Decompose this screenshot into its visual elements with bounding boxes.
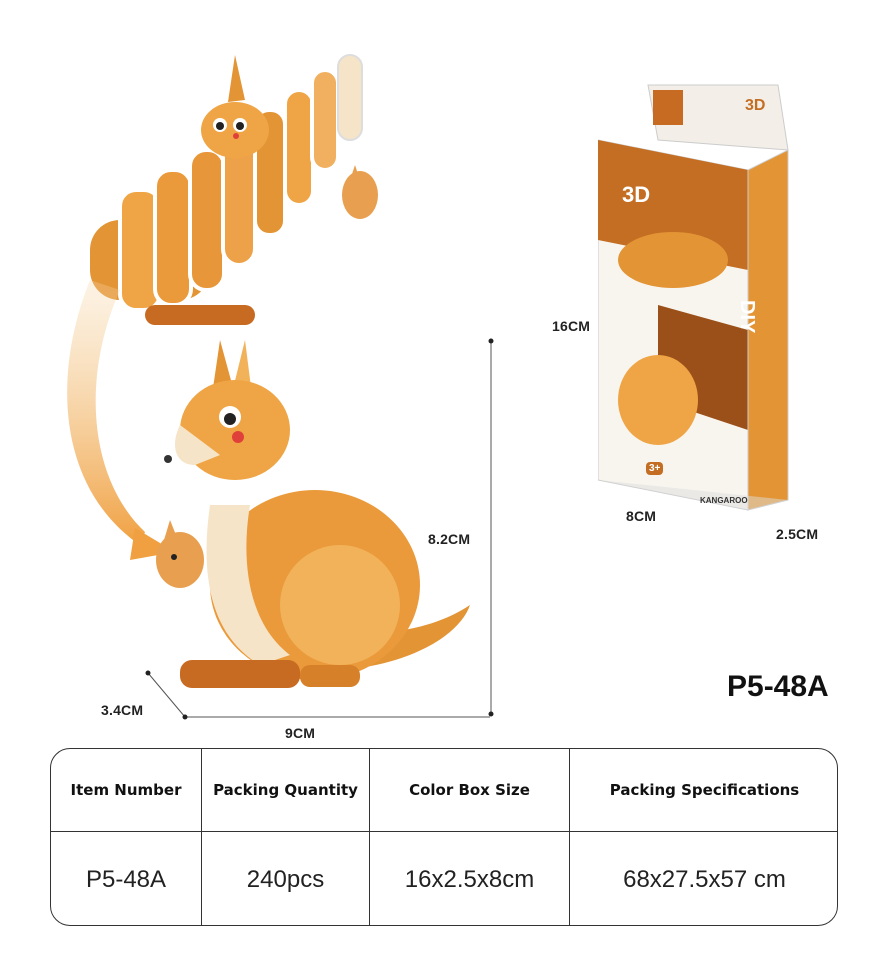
header-packing-specifications: Packing Specifications bbox=[569, 749, 837, 832]
product-box-illustration bbox=[598, 84, 789, 511]
header-item-number: Item Number bbox=[51, 749, 201, 832]
box-name: KANGAROO bbox=[700, 496, 748, 505]
box-front-title: 3D bbox=[622, 182, 651, 207]
header-packing-quantity: Packing Quantity bbox=[201, 749, 369, 832]
header-color-box-size: Color Box Size bbox=[369, 749, 569, 832]
box-width-label: 8CM bbox=[626, 508, 657, 524]
box-age-badge: 3+ bbox=[646, 462, 664, 475]
box-height-label: 16CM bbox=[552, 318, 591, 334]
model-code: P5-48A bbox=[727, 670, 829, 703]
figure-width-line bbox=[145, 670, 490, 720]
spec-table: Item Number Packing Quantity Color Box S… bbox=[50, 748, 838, 926]
value-color-box-size: 16x2.5x8cm bbox=[369, 832, 569, 925]
box-side-title: DIY bbox=[736, 300, 758, 334]
box-depth-label: 2.5CM bbox=[776, 526, 819, 542]
kangaroo-assembled-illustration bbox=[156, 340, 470, 688]
figure-width-label: 9CM bbox=[285, 725, 316, 741]
figure-height-line bbox=[488, 338, 494, 717]
exploded-head bbox=[201, 55, 269, 158]
value-item-number: P5-48A bbox=[85, 865, 167, 893]
value-packing-specifications: 68x27.5x57 cm bbox=[569, 832, 837, 925]
value-packing-quantity: 240pcs bbox=[201, 832, 369, 925]
figure-depth-label: 3.4CM bbox=[101, 702, 144, 718]
box-top-title: 3D bbox=[745, 97, 766, 114]
figure-height-label: 8.2CM bbox=[428, 531, 471, 547]
exploded-slices bbox=[90, 54, 363, 312]
kangaroo-exploded-illustration bbox=[90, 54, 378, 325]
